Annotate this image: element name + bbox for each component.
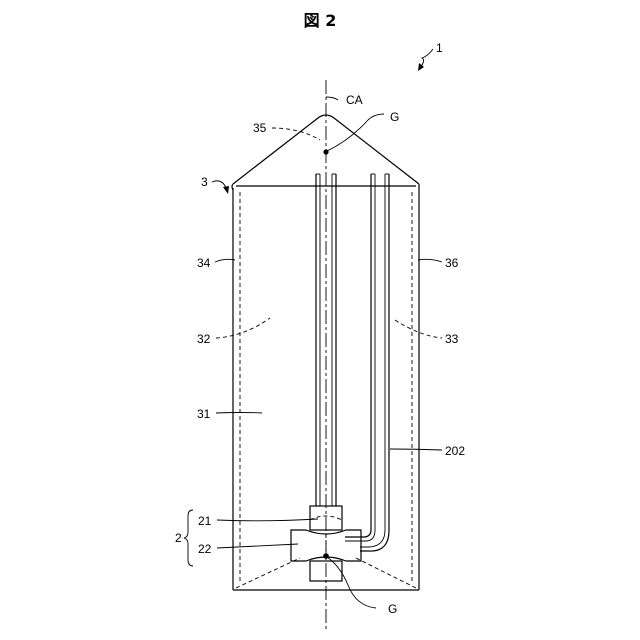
label-center-top: G — [390, 110, 399, 124]
body-arrowhead — [223, 186, 229, 194]
label-left-dashed: 32 — [197, 332, 211, 346]
device-leader-line — [420, 49, 433, 68]
apex-region-leader — [272, 128, 320, 140]
label-left-wall: 34 — [197, 256, 211, 270]
label-lower-part: 22 — [198, 542, 212, 556]
right-wall-leader — [418, 259, 442, 262]
label-right-dashed: 33 — [445, 332, 459, 346]
bottom-right-dashed-diagonal — [356, 558, 416, 588]
figure-title: 図 2 — [304, 11, 337, 30]
label-right-wall: 36 — [445, 256, 459, 270]
label-left-face: 31 — [197, 407, 211, 421]
axis-leader-line — [326, 97, 338, 100]
bottom-left-dashed-diagonal — [236, 558, 300, 588]
label-upper-part: 21 — [198, 514, 212, 528]
tube-leader — [390, 449, 442, 450]
lower-part-leader — [217, 544, 298, 548]
left-face-leader — [216, 413, 262, 414]
label-center-bottom: G — [388, 602, 397, 616]
label-group: 2 — [175, 531, 182, 545]
left-wall-leader — [215, 259, 235, 262]
upper-part-leader — [217, 519, 318, 521]
label-axis: CA — [346, 93, 363, 107]
label-apex-region: 35 — [253, 121, 267, 135]
label-device: 1 — [436, 41, 443, 55]
left-dashed-leader — [216, 318, 270, 338]
label-body: 3 — [201, 175, 208, 189]
side-tube-bend-1 — [345, 530, 371, 537]
label-tube: 202 — [445, 444, 465, 458]
group-brace — [184, 510, 193, 566]
device-arrowhead — [418, 63, 424, 71]
